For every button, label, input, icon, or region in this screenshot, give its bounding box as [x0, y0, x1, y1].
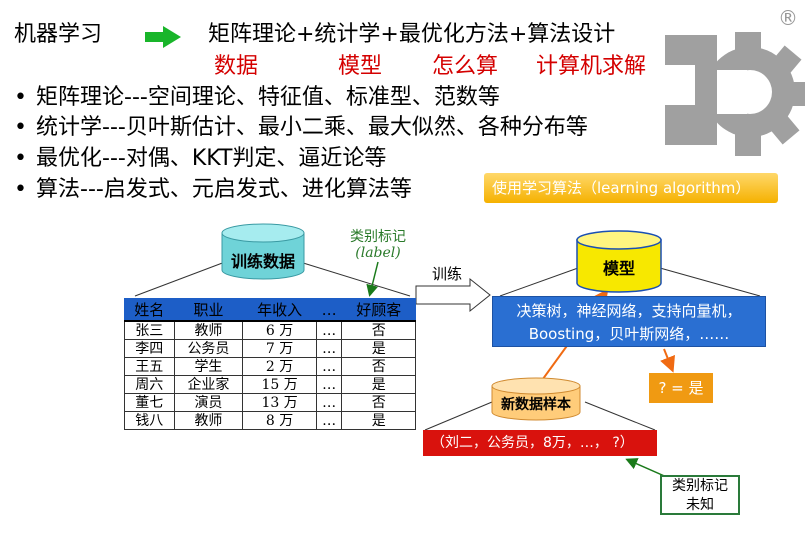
unknown-label-box: 类别标记 未知 — [660, 475, 740, 515]
new-sample-label: 新数据样本 — [501, 397, 571, 413]
label-note: 类别标记 (label) — [350, 229, 406, 261]
bullet-optimization: •最优化---对偶、KKT判定、逼近论等 — [14, 146, 387, 171]
sub-howto: 怎么算 — [432, 54, 499, 79]
learning-algorithm-badge: 使用学习算法（learning algorithm） — [484, 173, 778, 203]
table-header-row: 姓名 职业 年收入 … 好顾客 — [124, 298, 416, 322]
bullet-statistics: •统计学---贝叶斯估计、最小二乘、最大似然、各种分布等 — [14, 115, 588, 140]
header-job: 职业 — [173, 298, 244, 322]
header-income: 年收入 — [242, 298, 317, 322]
header-right: 矩阵理论+统计学+最优化方法+算法设计 — [208, 22, 616, 47]
new-sample-value-box: （刘二，公务员，8万，…， ?） — [423, 430, 657, 456]
model-types-box: 决策树，神经网络，支持向量机， Boosting，贝叶斯网络，…… — [492, 296, 766, 347]
sub-compute: 计算机求解 — [536, 54, 647, 79]
header-name: 姓名 — [124, 298, 175, 322]
sub-model: 模型 — [338, 54, 383, 79]
header-left: 机器学习 — [14, 22, 103, 47]
model-types-line1: 决策树，神经网络，支持向量机， — [516, 302, 742, 320]
bullet-matrix: •矩阵理论---空间理论、特征值、标准型、范数等 — [14, 85, 500, 110]
training-data-label: 训练数据 — [230, 252, 295, 271]
model-label: 模型 — [602, 259, 635, 278]
bullet-algorithm: •算法---启发式、元启发式、进化算法等 — [14, 177, 412, 202]
header-ellipsis: … — [315, 298, 343, 322]
registered-mark: ® — [778, 6, 798, 30]
header-good-customer: 好顾客 — [341, 298, 416, 322]
prediction-box: ? = 是 — [649, 373, 713, 403]
right-arrow-icon — [145, 26, 181, 48]
model-types-line2: Boosting，贝叶斯网络，…… — [528, 325, 730, 343]
gear-logo-icon — [665, 32, 805, 156]
train-arrow-label: 训练 — [432, 265, 463, 283]
sub-data: 数据 — [214, 54, 259, 79]
